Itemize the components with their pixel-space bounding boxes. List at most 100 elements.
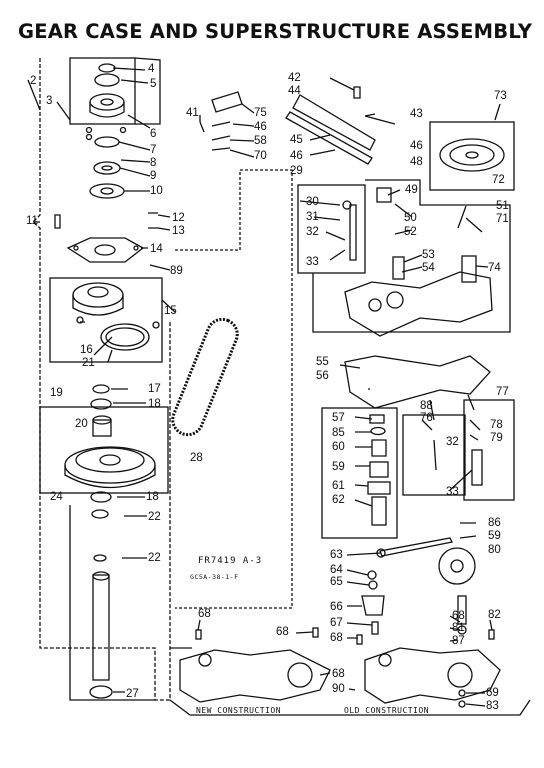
gear-case-new xyxy=(179,649,331,703)
callout-68b: 68 xyxy=(198,608,211,620)
callout-27: 27 xyxy=(126,688,139,700)
callout-74: 74 xyxy=(488,262,501,274)
callout-79: 79 xyxy=(490,432,503,444)
callout-89: 89 xyxy=(170,265,183,277)
callout-18: 18 xyxy=(148,398,161,410)
callout-76: 76 xyxy=(420,412,433,424)
callout-43: 43 xyxy=(410,108,423,120)
callout-42: 42 xyxy=(288,72,301,84)
callout-84: 83 xyxy=(486,700,499,712)
part-clutch-ring xyxy=(100,323,150,351)
part-pulley-72 xyxy=(439,138,505,172)
callout-72: 72 xyxy=(492,174,505,186)
part-link-bar xyxy=(292,94,376,151)
callout-33b: 33 xyxy=(446,486,459,498)
callout-21: 21 xyxy=(82,357,95,369)
part-washer-10 xyxy=(89,183,125,199)
callout-46: 46 xyxy=(254,121,267,133)
callout-57: 57 xyxy=(332,412,345,424)
callout-32: 32 xyxy=(306,226,319,238)
callout-64: 64 xyxy=(330,564,343,576)
callout-61: 61 xyxy=(332,480,345,492)
callout-49: 49 xyxy=(405,184,418,196)
callout-52: 52 xyxy=(404,226,417,238)
callout-69: 90 xyxy=(332,683,345,695)
callout-9: 9 xyxy=(150,170,157,182)
center-boundary xyxy=(175,169,293,609)
callout-82: 87 xyxy=(452,635,465,647)
callout-83: 69 xyxy=(486,687,499,699)
callout-14: 14 xyxy=(150,243,163,255)
gear-stack-box xyxy=(321,407,398,539)
callout-12: 12 xyxy=(172,212,185,224)
part-bushing-20 xyxy=(92,419,112,437)
callout-68c: 68 xyxy=(276,626,289,638)
callout-71: 71 xyxy=(496,213,509,225)
callout-62: 62 xyxy=(332,494,345,506)
part-gasket-55 xyxy=(344,355,491,409)
callout-20: 20 xyxy=(75,418,88,430)
callout-22: 22 xyxy=(148,511,161,523)
part-gear-case-74 xyxy=(344,271,493,337)
callout-4: 4 xyxy=(148,63,155,75)
callout-16: 16 xyxy=(80,344,93,356)
callout-78: 78 xyxy=(490,419,503,431)
callout-58: 58 xyxy=(254,135,267,147)
page-title: GEAR CASE AND SUPERSTRUCTURE ASSEMBLY xyxy=(18,20,533,43)
caption-new-construction: NEW CONSTRUCTION xyxy=(196,706,282,715)
part-bearing-top xyxy=(94,73,120,87)
callout-59: 59 xyxy=(332,461,345,473)
callout-68a: 68 xyxy=(330,632,343,644)
callout-63: 63 xyxy=(330,549,343,561)
callout-75: 75 xyxy=(254,107,267,119)
callout-13: 13 xyxy=(172,225,185,237)
callout-86: 86 xyxy=(488,517,501,529)
callout-50: 50 xyxy=(404,212,417,224)
callout-18b: 18 xyxy=(146,491,159,503)
callout-19: 19 xyxy=(50,387,63,399)
part-drive-belt-28 xyxy=(171,317,239,437)
callout-85: 85 xyxy=(332,427,345,439)
callout-66: 66 xyxy=(330,601,343,613)
pulley-box xyxy=(39,406,169,494)
callout-10: 10 xyxy=(150,185,163,197)
callout-17: 17 xyxy=(148,383,161,395)
callout-33: 33 xyxy=(306,256,319,268)
callout-48: 48 xyxy=(410,156,423,168)
callout-55: 55 xyxy=(316,356,329,368)
figure-sub-code: GC5A-38-1-F xyxy=(190,573,239,581)
callout-41: 41 xyxy=(186,107,199,119)
gear-case-old xyxy=(364,647,501,704)
upper-assembly-box xyxy=(69,57,136,125)
callout-46c: 46 xyxy=(410,140,423,152)
callout-81: 68 xyxy=(452,610,465,622)
callout-28: 28 xyxy=(190,452,203,464)
part-cap xyxy=(98,63,116,73)
top-pulley-box xyxy=(429,121,515,191)
part-plate-14 xyxy=(66,237,145,263)
callout-51: 51 xyxy=(496,200,509,212)
callout-87: 81 xyxy=(452,622,465,634)
figure-code: FR7419 A-3 xyxy=(198,556,263,566)
callout-8: 8 xyxy=(150,157,157,169)
callout-67: 67 xyxy=(330,617,343,629)
callout-46b: 46 xyxy=(290,150,303,162)
callout-80: 80 xyxy=(488,544,501,556)
callout-90: 68 xyxy=(332,668,345,680)
callout-60: 60 xyxy=(332,441,345,453)
callout-31: 31 xyxy=(306,211,319,223)
callout-88: 88 xyxy=(420,400,433,412)
callout-59b: 59 xyxy=(488,530,501,542)
part-pinion-61 xyxy=(367,481,391,495)
callout-65: 65 xyxy=(330,576,343,588)
callout-32b: 32 xyxy=(446,436,459,448)
callout-15: 15 xyxy=(164,305,177,317)
callout-11: 11 xyxy=(26,215,38,227)
callout-6: 6 xyxy=(150,128,157,140)
left-column-frame xyxy=(32,58,171,701)
callout-5: 5 xyxy=(150,78,157,90)
callout-29: 29 xyxy=(290,165,303,177)
callout-53: 53 xyxy=(422,249,435,261)
callout-2: 2 xyxy=(30,75,37,87)
callout-22b: 22 xyxy=(148,552,161,564)
